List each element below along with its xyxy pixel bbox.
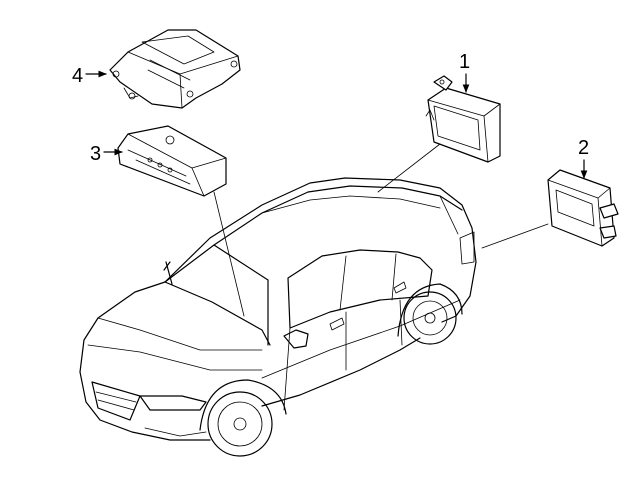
leader-lines <box>213 143 549 317</box>
part-3-control-unit <box>117 125 227 197</box>
part-2-sensor-module <box>547 169 619 247</box>
callout-4: 4 <box>72 65 83 87</box>
car-outline <box>79 177 477 457</box>
part-1-control-module <box>425 75 501 163</box>
callout-2: 2 <box>578 137 589 159</box>
callout-3: 3 <box>90 143 101 165</box>
callout-1: 1 <box>459 51 470 73</box>
callout-arrows <box>85 70 588 179</box>
part-4-mounting-bracket <box>109 29 241 109</box>
